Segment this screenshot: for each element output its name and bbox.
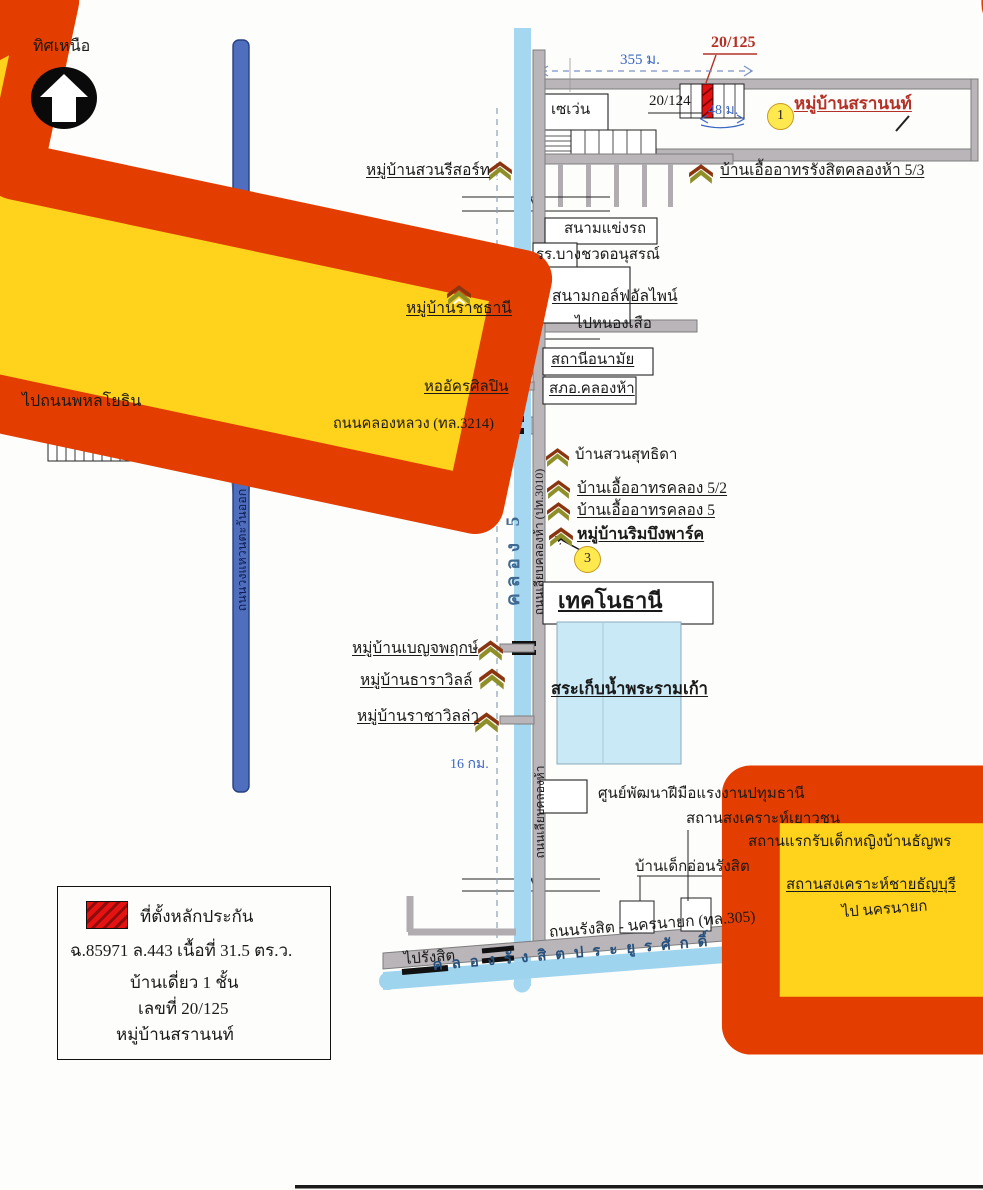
badge-3: 3	[574, 546, 601, 573]
suan-suthida-label: บ้านสวนสุทธิดา	[575, 447, 678, 463]
house-icon	[477, 639, 504, 662]
km16-label: 16 กม.	[450, 757, 489, 772]
artist-hall-label: หออัครศิลปิน	[424, 379, 509, 395]
uea-athon-53-label: บ้านเอื้ออาทรรังสิตคลองห้า 5/3	[720, 162, 925, 179]
to-nong-suea-label: ไปหนองเสือ	[575, 316, 652, 332]
ring-road-label: ถนนวงแหวนตะวันออก	[235, 488, 249, 612]
technothani-label: เทคโนธานี	[558, 588, 663, 613]
facility-boxes	[432, 217, 714, 814]
legend-title: ที่ตั้งหลักประกัน	[140, 907, 254, 926]
reservoir-rama9	[556, 621, 682, 765]
rachavilla-label: หมู่บ้านราชาวิลล่า	[357, 708, 480, 725]
skill-center-label: ศูนย์พัฒนาฝีมือแรงงานปทุมธานี	[598, 786, 805, 802]
legend-house-number: เลขที่ 20/125	[138, 999, 229, 1018]
measure-48m-line	[699, 114, 746, 129]
legend-deed-line: ฉ.85971 ล.443 เนื้อที่ 31.5 ตร.ว.	[70, 941, 293, 960]
sara-nan-village-label: หมู่บ้านสรานนท์	[794, 94, 912, 113]
ratchathani-label: หมู่บ้านราชธานี	[406, 300, 512, 317]
benjapruek-label: หมู่บ้านเบญจพฤกษ์	[352, 640, 479, 657]
girls-home-label: สถานแรกรับเด็กหญิงบ้านธัญพร	[748, 834, 952, 850]
rim-bueng-park-label: หมู่บ้านริมบึงพาร์ค	[577, 526, 705, 543]
house-icon	[545, 447, 570, 468]
property-marker-hatched	[701, 83, 714, 119]
suan-resort-label: หมู่บ้านสวนรีสอร์ท	[366, 162, 490, 179]
legend-hatched-swatch	[86, 901, 128, 929]
house-icon	[548, 526, 574, 548]
house-icon	[688, 163, 714, 185]
slip-road	[406, 896, 516, 936]
tharawill-label: หมู่บ้านธาราวิลล์	[360, 672, 473, 689]
house-icon	[546, 479, 571, 500]
health-station-label: สถานีอนามัย	[551, 352, 635, 368]
north-icon	[31, 67, 97, 129]
house-icon	[546, 501, 571, 522]
legend-village-name: หมู่บ้านสรานนท์	[116, 1025, 234, 1044]
infant-home-label: บ้านเด็กอ่อนรังสิต	[635, 859, 750, 875]
distance-48m-label: 48 ม.	[708, 103, 739, 118]
plot-number-label: 20/125	[711, 34, 756, 51]
legend-box: ที่ตั้งหลักประกัน ฉ.85971 ล.443 เนื้อที่…	[57, 886, 331, 1060]
north-label: ทิศเหนือ	[33, 38, 91, 55]
arrow-up-canal-road	[837, 0, 983, 4]
seven-eleven-label: เซเว่น	[551, 102, 591, 118]
house-20-124-label: 20/124	[649, 93, 691, 109]
badge-1: 1	[767, 103, 794, 130]
men-welfare-label: สถานสงเคราะห์ชายธัญบุรี	[786, 877, 956, 893]
youth-welfare-label: สถานสงเคราะห์เยาวชน	[686, 811, 841, 827]
golf-course-label: สนามกอล์ฟอัลไพน์	[552, 288, 678, 305]
distance-355m-label: 355 ม.	[620, 52, 660, 68]
house-icon	[478, 667, 506, 691]
uea-5-label: บ้านเอื้ออาทรคลอง 5	[577, 502, 715, 519]
race-track-label: สนามแข่งรถ	[564, 221, 647, 237]
legend-house-type: บ้านเดี่ยว 1 ชั้น	[130, 973, 239, 992]
sara-nan-village-block	[536, 53, 979, 207]
scan-edge	[295, 1185, 983, 1189]
to-phahonyothin-label: ไปถนนพหลโยธิน	[22, 393, 142, 410]
house-icon	[487, 160, 513, 182]
liap-road-label: ถนนเลียบคลองห้า (ปท.3010)	[532, 468, 546, 616]
khlong-luang-road-label: ถนนคลองหลวง (ทล.3214)	[333, 416, 494, 432]
police-station-label: สภอ.คลองห้า	[549, 381, 635, 397]
school-label: รร.บางชวดอนุสรณ์	[536, 247, 660, 263]
uea-52-label: บ้านเอื้ออาทรคลอง 5/2	[577, 480, 728, 497]
liap-road-label-2: ถนนเลียบคลองห้า	[533, 765, 547, 859]
khlong5-canal-label: คลอง 5	[503, 510, 524, 606]
reservoir-label: สระเก็บน้ำพระรามเก้า	[551, 679, 708, 698]
